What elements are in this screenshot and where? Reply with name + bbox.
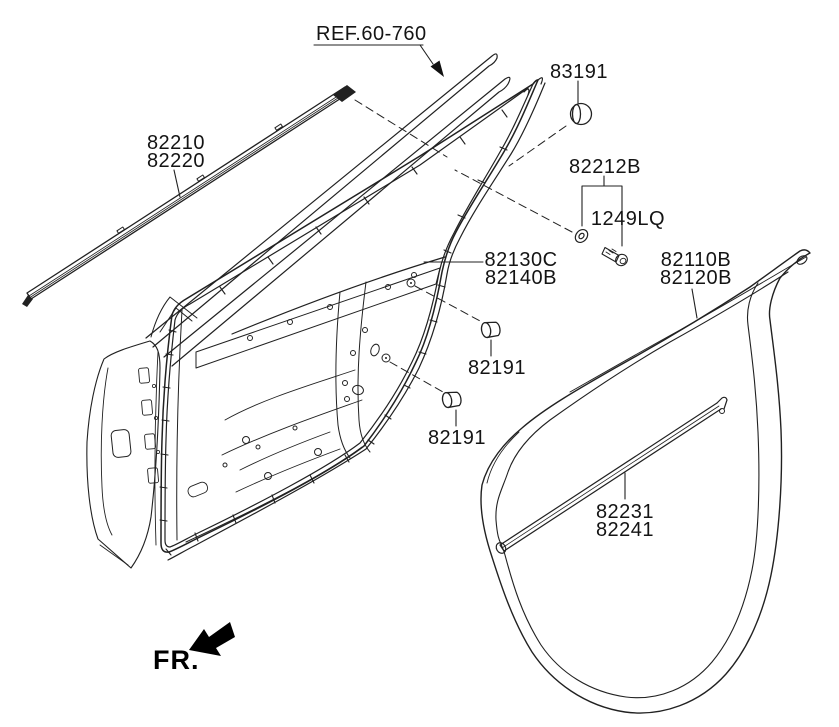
plug-82191-upper-drawing — [480, 321, 501, 339]
plug-82191-lower-drawing — [441, 391, 462, 409]
labels: REF.60-760 82210 82220 83191 82212B 1249… — [147, 23, 732, 675]
body-weatherstrip-loop-drawing — [480, 249, 811, 714]
label-door-seal-1: 82130C — [484, 249, 557, 271]
strip-left-tip — [22, 295, 33, 307]
label-grommet: 83191 — [550, 61, 608, 83]
door-window-frame-drawing — [145, 53, 546, 561]
label-belt-inner-1: 82231 — [596, 501, 654, 523]
label-screw: 1249LQ — [591, 208, 665, 230]
fr-direction-label: FR. — [153, 645, 200, 675]
label-belt-outer-2: 82220 — [147, 150, 205, 172]
ref-arrowhead — [430, 60, 444, 77]
dashed-leaders — [354, 99, 573, 393]
label-belt-outer-1: 82210 — [147, 132, 205, 154]
retainer-ring-82212B-drawing — [574, 228, 589, 244]
label-body-weatherstrip-2: 82120B — [660, 267, 732, 289]
fr-direction-arrow — [189, 622, 235, 656]
label-door-seal-2: 82140B — [485, 267, 557, 289]
label-belt-inner-2: 82241 — [596, 519, 654, 541]
label-plug-lower: 82191 — [428, 427, 486, 449]
weatherstrip-tip-end — [796, 255, 808, 265]
door-side-seal-drawing — [159, 77, 544, 556]
belt-weatherstrip-outer-drawing — [22, 85, 356, 307]
label-body-weatherstrip-1: 82110B — [661, 249, 731, 271]
door-inner-panel-drawing — [176, 256, 446, 543]
grommet-83191-drawing — [569, 102, 593, 126]
ref-callout-label: REF.60-760 — [316, 23, 427, 45]
door-outer-panel-drawing — [86, 340, 161, 569]
label-leaders — [173, 44, 698, 500]
belt-weatherstrip-inner-drawing — [495, 396, 728, 554]
strip-right-tip — [333, 85, 356, 102]
screw-1249LQ-drawing — [601, 246, 628, 267]
label-retainer-ring: 82212B — [569, 156, 641, 178]
label-plug-upper: 82191 — [468, 357, 526, 379]
